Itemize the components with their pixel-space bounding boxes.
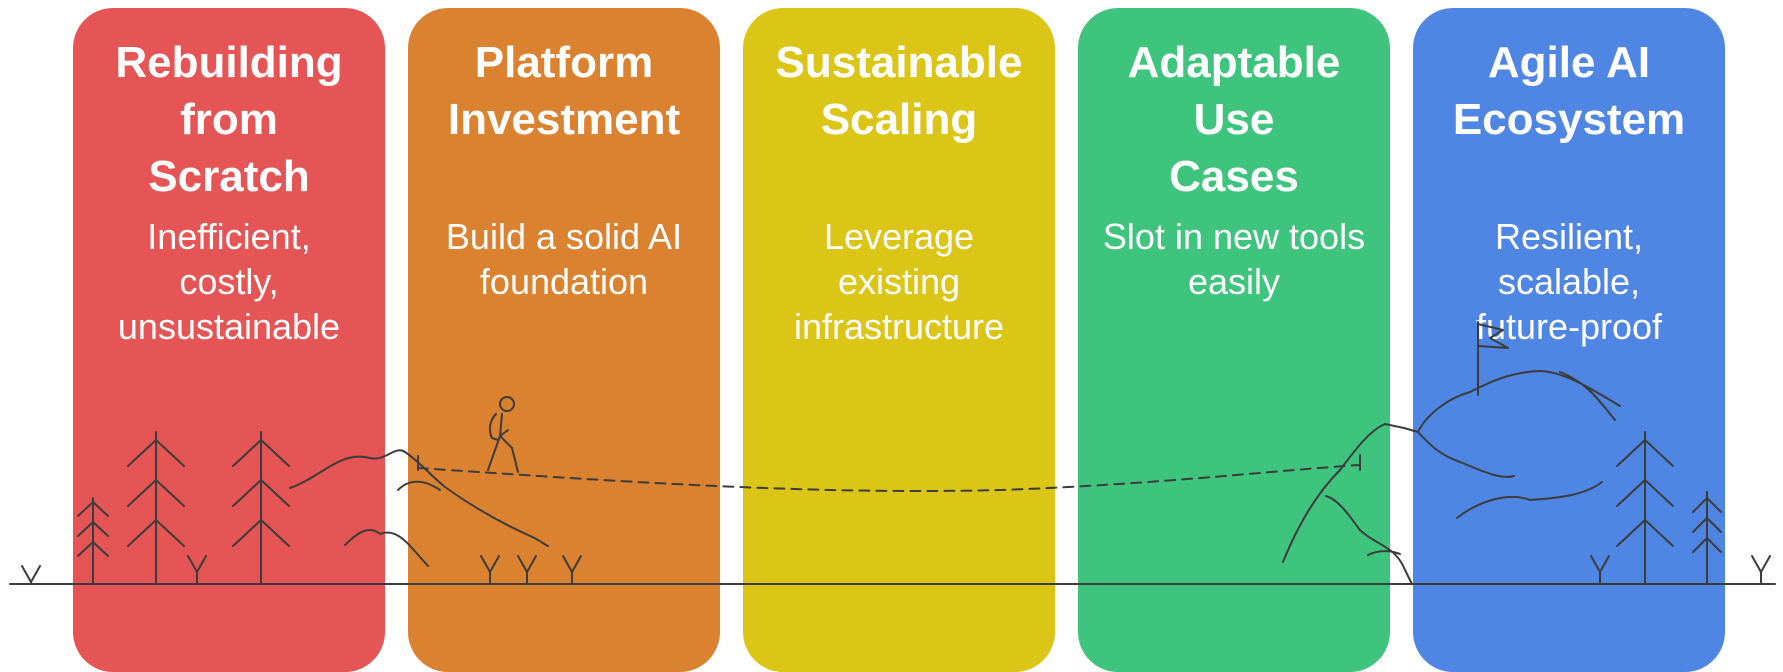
grass-icon [480, 555, 500, 585]
mountain-icon [1367, 550, 1401, 556]
grass-icon [1590, 555, 1610, 585]
stage-title: Agile AI Ecosystem [1452, 38, 1686, 144]
grass-icon [517, 555, 537, 585]
pine-tree-icon [77, 497, 109, 585]
stage-card-use-cases: Adaptable Use Cases Slot in new tools ea… [1078, 8, 1390, 672]
flag-icon [1477, 321, 1509, 396]
stage-card-platform: Platform Investment Build a solid AI fou… [408, 8, 720, 672]
grass-icon [21, 565, 41, 585]
pine-tree-icon [232, 431, 290, 585]
stage-card-scaling: Sustainable Scaling Leverage existing in… [743, 8, 1055, 672]
mountain-icon [1325, 495, 1413, 585]
dashed-trail [417, 464, 1361, 492]
stage-card-ecosystem: Agile AI Ecosystem Resilient, scalable, … [1413, 8, 1725, 672]
mountain-icon [1417, 431, 1515, 478]
pine-tree-icon [1692, 491, 1722, 585]
mountain-icon [1559, 371, 1616, 421]
grass-icon [562, 555, 582, 585]
mountain-icon [1456, 481, 1603, 519]
stage-description: Slot in new tools easily [1102, 216, 1366, 302]
mountain-icon [1282, 370, 1621, 563]
hiker-icon [487, 396, 519, 473]
grass-icon [1751, 555, 1771, 585]
stage-title: Platform Investment [447, 38, 681, 144]
stage-description: Leverage existing infrastructure [793, 216, 1005, 347]
grass-icon [187, 555, 207, 585]
stage-description: Resilient, scalable, future-proof [1475, 216, 1663, 347]
stage-card-rebuilding: Rebuilding from Scratch Inefficient, cos… [73, 8, 385, 672]
mountain-icon [344, 529, 429, 567]
stage-title: Sustainable Scaling [775, 38, 1023, 144]
pine-tree-icon [1616, 431, 1674, 585]
stage-description: Inefficient, costly, unsustainable [117, 216, 341, 347]
stage-description: Build a solid AI foundation [445, 216, 683, 302]
stage-title: Rebuilding from Scratch [115, 38, 343, 201]
mountain-icon [397, 480, 441, 491]
stage-title: Adaptable Use Cases [1127, 38, 1341, 201]
pine-tree-icon [127, 431, 185, 585]
